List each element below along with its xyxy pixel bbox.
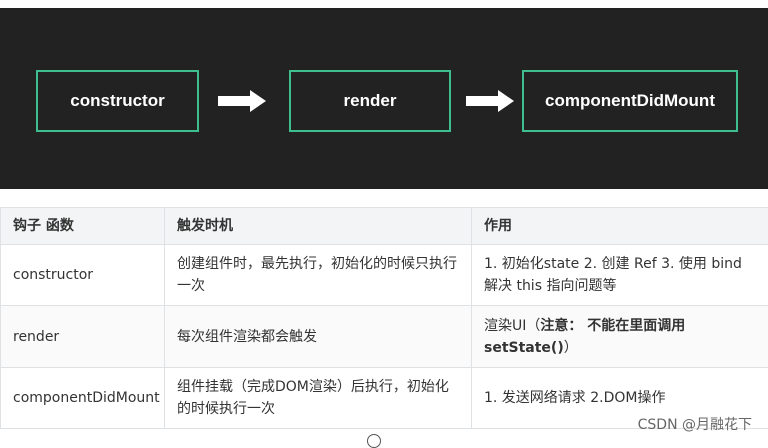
arrow-right-icon — [466, 90, 514, 112]
circle-icon — [367, 434, 381, 448]
watermark: CSDN @月融花下 — [638, 414, 752, 434]
header-hook: 钩子 函数 — [1, 208, 165, 245]
node-component-did-mount: componentDidMount — [522, 70, 738, 132]
node-render-label: render — [344, 91, 397, 111]
cell-trigger: 每次组件渲染都会触发 — [165, 306, 472, 368]
header-trigger: 触发时机 — [165, 208, 472, 245]
arrow-right-icon — [218, 90, 266, 112]
table-header-row: 钩子 函数 触发时机 作用 — [1, 208, 768, 245]
table-row: constructor 创建组件时，最先执行，初始化的时候只执行一次 1. 初始… — [1, 245, 768, 306]
purpose-note: 注意： 不能在里面调用 — [540, 318, 685, 334]
node-render: render — [289, 70, 451, 132]
cell-trigger: 创建组件时，最先执行，初始化的时候只执行一次 — [165, 245, 472, 306]
lifecycle-diagram: constructor render componentDidMount — [0, 8, 768, 189]
node-component-did-mount-label: componentDidMount — [545, 91, 715, 111]
table-row: render 每次组件渲染都会触发 渲染UI（注意： 不能在里面调用 setSta… — [1, 306, 768, 368]
cell-trigger: 组件挂载（完成DOM渲染）后执行，初始化的时候执行一次 — [165, 368, 472, 429]
purpose-text: 渲染UI（ — [484, 318, 540, 334]
node-constructor: constructor — [36, 70, 199, 132]
cell-hook: componentDidMount — [1, 368, 165, 429]
purpose-code: setState() — [484, 340, 564, 356]
purpose-close: ） — [564, 340, 578, 356]
header-purpose: 作用 — [472, 208, 768, 245]
node-constructor-label: constructor — [70, 91, 164, 111]
cell-hook: constructor — [1, 245, 165, 306]
cell-purpose: 1. 初始化state 2. 创建 Ref 3. 使用 bind 解决 this… — [472, 245, 768, 306]
lifecycle-hook-table: 钩子 函数 触发时机 作用 constructor 创建组件时，最先执行，初始化… — [0, 207, 768, 429]
cell-hook: render — [1, 306, 165, 368]
cell-purpose: 渲染UI（注意： 不能在里面调用 setState()） — [472, 306, 768, 368]
